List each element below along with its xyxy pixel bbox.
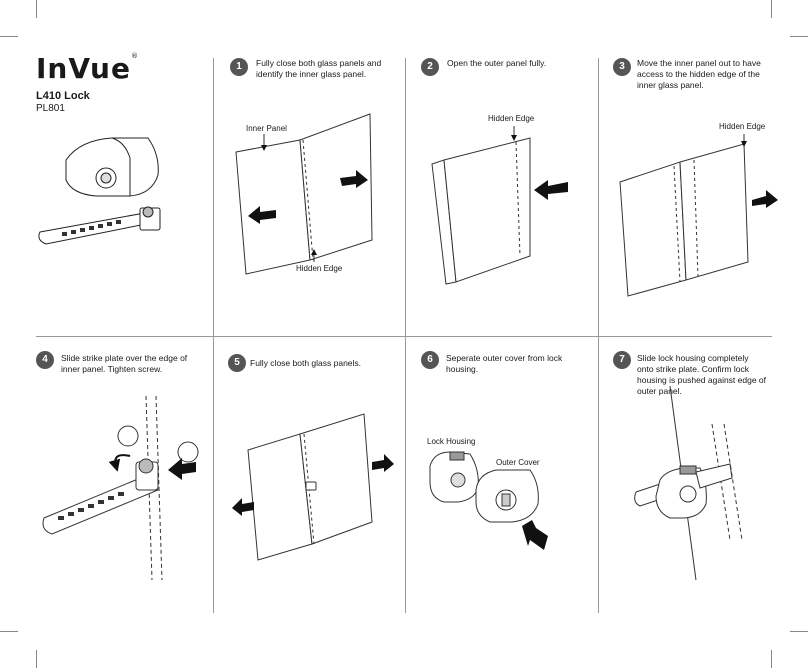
crop-mark [0, 631, 18, 632]
crop-mark [36, 650, 37, 668]
step-3-badge: 3 [613, 58, 631, 76]
arrow-right-icon [340, 170, 368, 188]
step-4-illustration [42, 395, 199, 581]
inner-panel-label: Inner Panel [246, 124, 287, 133]
arrow-left-icon [248, 206, 276, 224]
arrow-right-icon [372, 454, 394, 472]
crop-mark [771, 650, 772, 668]
step-3-illustration [619, 134, 749, 297]
column-divider [213, 58, 214, 613]
outer-cover-label: Outer Cover [496, 458, 540, 467]
step-1-badge: 1 [230, 58, 248, 76]
step-1-text: Fully close both glass panels and identi… [256, 58, 382, 79]
hidden-edge-label: Hidden Edge [296, 264, 343, 273]
step-6-badge: 6 [421, 351, 439, 369]
step-2-illustration [431, 126, 531, 285]
column-divider [598, 58, 599, 613]
step-1-illustration [235, 113, 373, 275]
step-3-text: Move the inner panel out to have access … [637, 58, 761, 90]
step-2-text: Open the outer panel fully. [447, 58, 547, 68]
crop-mark [36, 0, 37, 18]
arrow-left-icon [168, 458, 196, 480]
crop-mark [790, 36, 808, 37]
step-5-text: Fully close both glass panels. [250, 358, 362, 368]
step-4-text: Slide strike plate over the edge of inne… [61, 353, 188, 374]
step-7-badge: 7 [613, 351, 631, 369]
step-5-badge: 5 [228, 354, 246, 372]
row-divider [36, 336, 772, 337]
lock-housing-label: Lock Housing [427, 437, 476, 446]
crop-mark [771, 0, 772, 18]
brand-logo: InVue® [36, 52, 139, 85]
arrow-diagonal-icon [522, 520, 548, 550]
step-6-illustration [429, 451, 539, 523]
step-4-badge: 4 [36, 351, 54, 369]
step-7-illustration [634, 385, 743, 581]
arrow-left-icon [232, 498, 254, 516]
crop-mark [790, 631, 808, 632]
hidden-edge-label: Hidden Edge [488, 114, 535, 123]
step-7-text: Slide lock housing completely onto strik… [637, 353, 767, 396]
product-title: L410 Lock [36, 90, 90, 102]
hidden-edge-label: Hidden Edge [719, 122, 766, 131]
crop-mark [0, 36, 18, 37]
step-2-badge: 2 [421, 58, 439, 76]
step-6-text: Seperate outer cover from lock housing. [446, 353, 563, 374]
step-5-illustration [247, 413, 373, 561]
product-lock-illustration [38, 137, 161, 245]
product-code: PL801 [36, 103, 65, 114]
arrow-left-icon [534, 180, 568, 200]
arrow-right-icon [752, 190, 778, 208]
column-divider [405, 58, 406, 613]
